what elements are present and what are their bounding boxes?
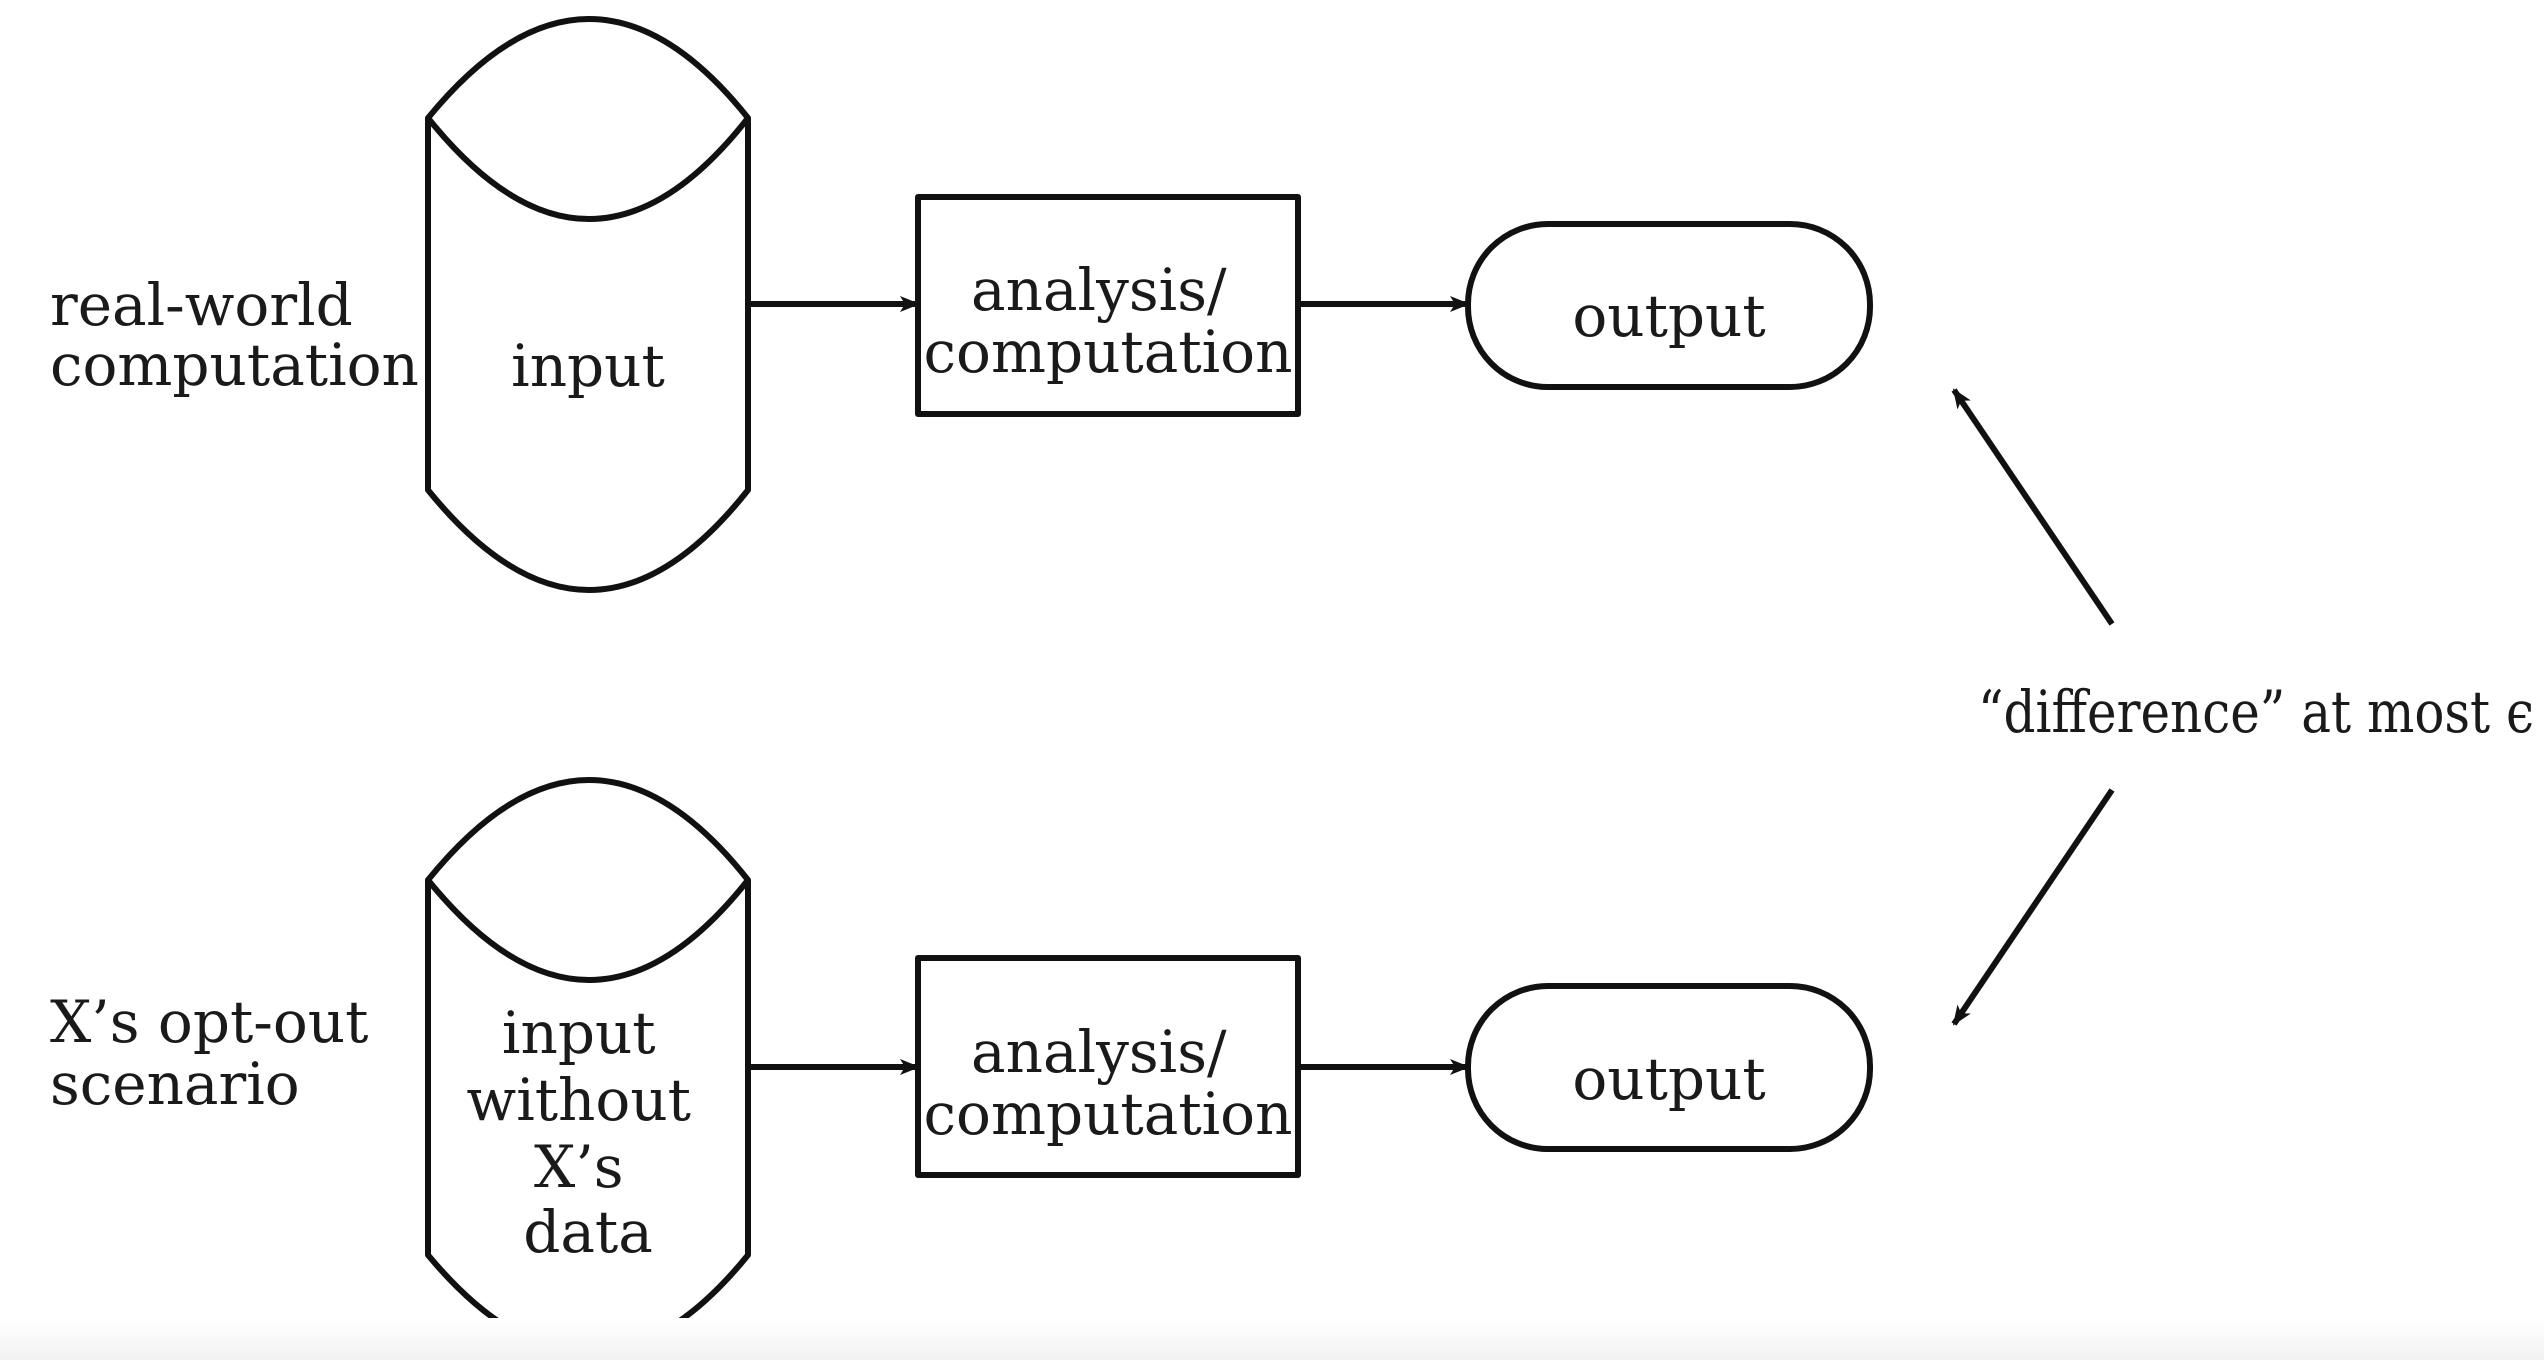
arrow-to-bottom-output (1951, 788, 2115, 1026)
row-opt-out: X’s opt-out scenario input without X’s d… (50, 777, 1873, 1356)
row-label-real-world: real-world computation (50, 271, 419, 399)
analysis-process-label: analysis/ computation (924, 1018, 1293, 1148)
analysis-process-label: analysis/ computation (924, 256, 1293, 386)
difference-at-most-epsilon-label: “difference” at most ϵ (1978, 678, 2534, 746)
comparison-annotation: “difference” at most ϵ (1951, 388, 2534, 1026)
output-terminal-shape (1465, 983, 1873, 1152)
input-without-x-label: input without X’s data (467, 999, 710, 1266)
arrow-to-top-output (1951, 388, 2115, 626)
row-real-world: real-world computation input analysis/ c… (50, 16, 1873, 593)
input-database-shape (425, 16, 751, 593)
input-database-label: input (511, 332, 665, 400)
output-label: output (1572, 1045, 1765, 1113)
bottom-edge-strip (0, 1318, 2544, 1360)
output-label: output (1572, 282, 1765, 350)
output-terminal-shape (1465, 221, 1873, 390)
row-label-opt-out: X’s opt-out scenario (50, 988, 387, 1118)
